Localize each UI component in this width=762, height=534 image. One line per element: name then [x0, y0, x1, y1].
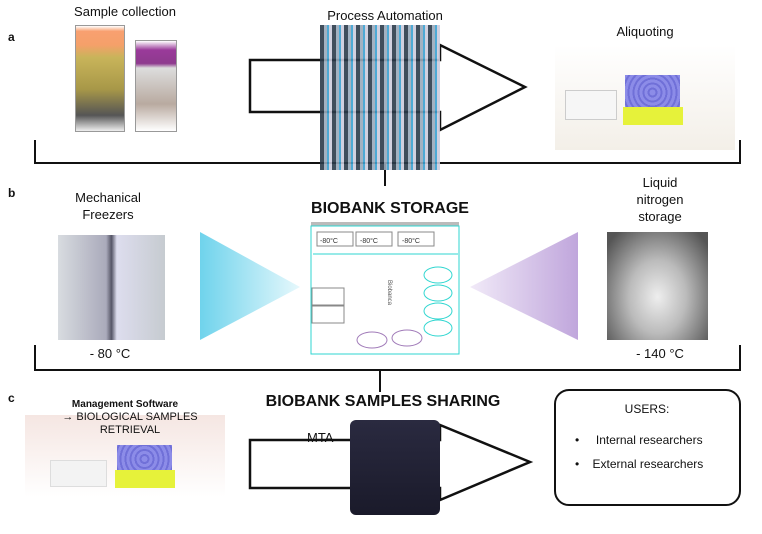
- software-line1: → BIOLOGICAL SAMPLES: [62, 411, 198, 423]
- panel-letter-c: c: [8, 391, 15, 405]
- software-line2: RETRIEVAL: [99, 424, 161, 436]
- users-title: USERS:: [624, 402, 670, 416]
- user-item-label: External researchers: [592, 457, 704, 471]
- bracket-b: [34, 345, 741, 392]
- svg-text:Biobanca: Biobanca: [386, 280, 392, 306]
- aliquoting-label: Aliquoting: [616, 24, 674, 39]
- biobank-sharing-title: BIOBANK SAMPLES SHARING: [265, 393, 501, 410]
- panel-letter-a: a: [8, 30, 15, 44]
- management-software-title: Management Software: [71, 399, 179, 410]
- automation-robot-image: [320, 25, 440, 170]
- retrieval-image: [25, 415, 225, 497]
- nitrogen-temperature: - 140 °C: [636, 346, 684, 361]
- panel-letter-b: b: [8, 186, 16, 200]
- sample-collection-label: Sample collection: [74, 4, 176, 19]
- user-item: • External researchers: [575, 457, 704, 471]
- purple-tube-image: [135, 40, 177, 132]
- floorplan-label: -80°C: [402, 237, 420, 245]
- user-item-label: Internal researchers: [595, 433, 703, 447]
- mta-label: MTA: [307, 430, 334, 445]
- floorplan-label: -80°C: [320, 237, 338, 245]
- purple-triangle: [470, 232, 578, 340]
- blood-tube-image: [75, 25, 125, 132]
- freezers-image: [58, 235, 165, 340]
- liquid-nitrogen-line2: nitrogen: [636, 192, 684, 207]
- nitrogen-tank-image: [607, 232, 708, 340]
- floorplan-label: -80°C: [360, 237, 378, 245]
- mechanical-freezers-line1: Mechanical: [75, 190, 141, 205]
- process-automation-label: Process Automation: [327, 8, 443, 23]
- freezer-temperature: - 80 °C: [89, 346, 131, 361]
- liquid-nitrogen-line1: Liquid: [642, 175, 678, 190]
- user-item: • Internal researchers: [575, 433, 703, 447]
- mechanical-freezers-line2: Freezers: [82, 207, 134, 222]
- cyan-triangle: [200, 232, 300, 340]
- liquid-nitrogen-line3: storage: [638, 209, 682, 224]
- biobank-storage-title: BIOBANK STORAGE: [311, 200, 469, 217]
- aliquoting-image: [555, 45, 735, 150]
- users-box: [554, 389, 741, 506]
- floorplan-image: Biobanca: [310, 222, 460, 355]
- transport-bag-image: [350, 420, 440, 515]
